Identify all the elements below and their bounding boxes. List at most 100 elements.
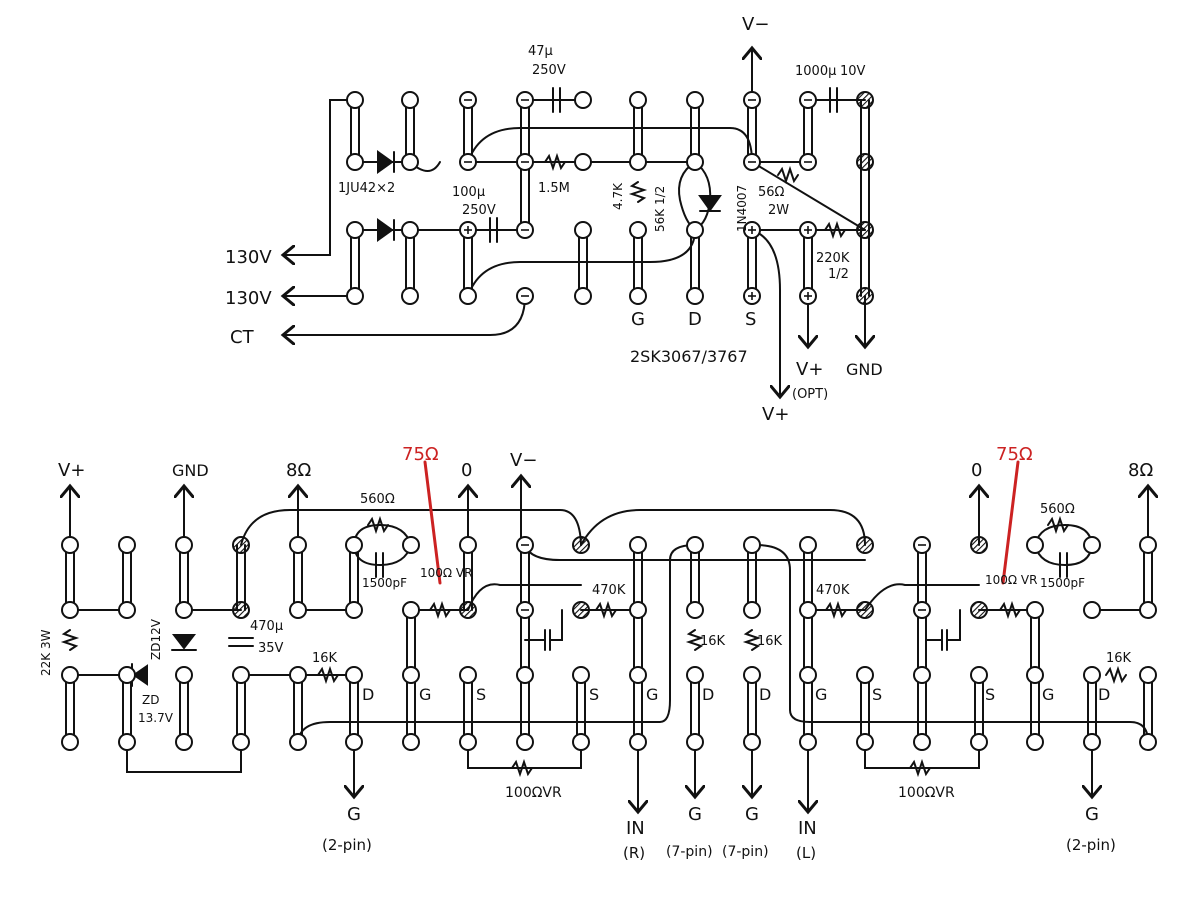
res-56ohm-label: 56Ω <box>758 185 785 200</box>
top-ct-label: CT <box>230 327 255 348</box>
terminal-pad <box>289 733 307 751</box>
terminal-pad <box>574 91 592 109</box>
terminal-pad <box>970 666 988 684</box>
out-8-right-label: 8Ω <box>1128 460 1153 481</box>
bottom-v-plus-label: V+ <box>58 460 85 481</box>
terminal-pad <box>629 221 647 239</box>
pin-s2: S <box>589 685 599 704</box>
terminal-pad <box>402 536 420 554</box>
terminal-pad <box>629 666 647 684</box>
terminal-pad <box>401 287 419 305</box>
terminal-pad <box>629 91 647 109</box>
terminal-pad <box>629 153 647 171</box>
terminal-pad <box>118 536 136 554</box>
terminal-pad <box>516 666 534 684</box>
terminal-pad <box>118 666 136 684</box>
top-pin-s: S <box>745 309 756 330</box>
terminal-pad <box>459 287 477 305</box>
cap3-voltage-label: 10V <box>840 64 866 79</box>
in-r-label: IN <box>626 818 645 839</box>
terminal-pad <box>61 601 79 619</box>
bottom-v-minus-label: V− <box>510 450 537 471</box>
terminal-pad <box>970 733 988 751</box>
terminal-pad <box>175 666 193 684</box>
top-v-minus-label: V− <box>742 14 769 35</box>
terminal-pad <box>232 666 250 684</box>
terminal-pad <box>1026 536 1044 554</box>
terminal-pad <box>1139 733 1157 751</box>
terminal-pad <box>856 733 874 751</box>
pin-d3: D <box>759 685 771 704</box>
terminal-pad <box>401 153 419 171</box>
hatched-terminal-pad <box>856 221 874 239</box>
red-75ohm-right: 75Ω <box>996 444 1033 465</box>
terminal-pad <box>799 536 817 554</box>
terminal-pad <box>175 536 193 554</box>
terminal-pad <box>1139 666 1157 684</box>
terminal-pad <box>686 221 704 239</box>
terminal-pad <box>1083 536 1101 554</box>
vr-right-label: 100Ω VR <box>985 573 1037 587</box>
terminal-pad <box>572 733 590 751</box>
res-16k-mid1-label: 16K <box>700 634 726 649</box>
terminal-pad <box>402 601 420 619</box>
hatched-terminal-pad <box>970 536 988 554</box>
terminal-pad <box>743 733 761 751</box>
pin-g1: G <box>419 685 431 704</box>
terminal-pad <box>743 666 761 684</box>
terminal-pad <box>686 153 704 171</box>
zd137-label: ZD <box>142 693 159 707</box>
terminal-pad <box>629 601 647 619</box>
terminal-pad <box>743 601 761 619</box>
hatched-terminal-pad <box>856 153 874 171</box>
g-left-sub-label: (2-pin) <box>322 836 372 854</box>
terminal-pad <box>629 733 647 751</box>
diode-pair-label: 1JU42×2 <box>338 181 395 196</box>
cap2-voltage-label: 250V <box>462 203 496 218</box>
top-opt-label: (OPT) <box>792 387 828 402</box>
terminal-pad <box>459 666 477 684</box>
terminal-pad <box>346 153 364 171</box>
terminal-pad <box>1139 601 1157 619</box>
res-56ohm-w-label: 2W <box>768 203 789 218</box>
zd12-label: ZD12V <box>149 618 163 660</box>
res-470k-right-label: 470K <box>816 583 850 598</box>
g-left-label: G <box>347 804 361 825</box>
diode-1n4007-label: 1N4007 <box>735 185 749 232</box>
terminal-pad <box>175 733 193 751</box>
terminal-pad <box>402 666 420 684</box>
terminal-pad <box>118 733 136 751</box>
in-l-sub-label: (L) <box>796 844 816 862</box>
terminal-pad <box>799 733 817 751</box>
terminal-pad <box>686 536 704 554</box>
res-220k-w-label: 1/2 <box>828 267 849 282</box>
terminal-pad <box>629 536 647 554</box>
hatched-terminal-pad <box>572 601 590 619</box>
g-mid1-label: G <box>688 804 702 825</box>
vr100-right-label: 100ΩVR <box>898 785 955 801</box>
terminal-pad <box>232 733 250 751</box>
g-right-label: G <box>1085 804 1099 825</box>
res-16k-left-label: 16K <box>312 651 338 666</box>
terminal-pad <box>743 536 761 554</box>
vr100-left-label: 100ΩVR <box>505 785 562 801</box>
terminal-pad <box>1026 666 1044 684</box>
g-mid2-sub-label: (7-pin) <box>722 844 769 860</box>
top-ac1-label: 130V <box>225 247 272 268</box>
hatched-terminal-pad <box>232 601 250 619</box>
terminal-pad <box>402 733 420 751</box>
cap1-value-label: 47μ <box>528 44 553 59</box>
res-560-left-label: 560Ω <box>360 492 395 507</box>
res-16k-right-label: 16K <box>1106 651 1132 666</box>
terminal-pad <box>686 601 704 619</box>
terminal-pad <box>289 536 307 554</box>
terminal-pad <box>572 666 590 684</box>
out-8-left-label: 8Ω <box>286 460 311 481</box>
pin-s4: S <box>985 685 995 704</box>
red-75ohm-left: 75Ω <box>402 444 439 465</box>
terminal-pad <box>345 733 363 751</box>
terminal-pad <box>686 287 704 305</box>
terminal-pad <box>1139 536 1157 554</box>
res-16k-mid2-label: 16K <box>757 634 783 649</box>
